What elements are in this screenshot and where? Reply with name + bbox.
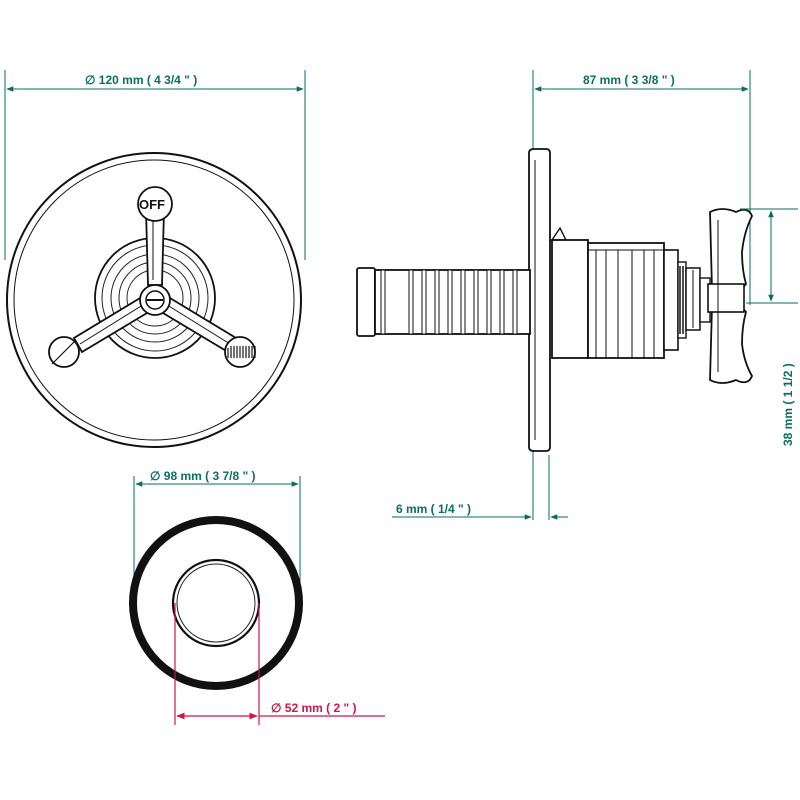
- front-view: ∅ 120 mm ( 4 3/4 " ): [4, 70, 306, 448]
- plate-thickness-label: 6 mm ( 1/4 " ): [396, 502, 471, 516]
- threaded-stem: [356, 267, 531, 337]
- valve-body: [587, 242, 711, 359]
- ring-outer-dimension: ∅ 98 mm ( 3 7/8 " ): [133, 469, 301, 590]
- side-view: 87 mm ( 3 3/8 " ): [356, 70, 798, 520]
- temperature-scale-marks: [227, 346, 256, 358]
- off-label: OFF: [139, 197, 165, 212]
- ring-view: ∅ 98 mm ( 3 7/8 " ) ∅ 52 mm ( 2 " ): [129, 469, 385, 725]
- handle-height-label: 38 mm ( 1 1/2 ): [781, 363, 795, 446]
- handle-height-dimension: 38 mm ( 1 1/2 ): [740, 208, 798, 446]
- plate-profile: [528, 148, 551, 452]
- plate-thickness-dimension: 6 mm ( 1/4 " ): [392, 455, 568, 520]
- front-diameter-dimension: ∅ 120 mm ( 4 3/4 " ): [4, 70, 306, 260]
- valve-sleeve: [551, 239, 589, 359]
- front-diameter-label: ∅ 120 mm ( 4 3/4 " ): [85, 73, 197, 87]
- ring-inner-label: ∅ 52 mm ( 2 " ): [271, 701, 357, 715]
- ring-inner: [171, 558, 261, 648]
- wall-plate-inner-rim: [13, 159, 295, 441]
- ring-outer-label: ∅ 98 mm ( 3 7/8 " ): [150, 469, 256, 483]
- ring-inner-dimension: ∅ 52 mm ( 2 " ): [174, 603, 385, 725]
- side-depth-label: 87 mm ( 3 3/8 " ): [583, 73, 675, 87]
- cross-handle: OFF: [48, 186, 256, 368]
